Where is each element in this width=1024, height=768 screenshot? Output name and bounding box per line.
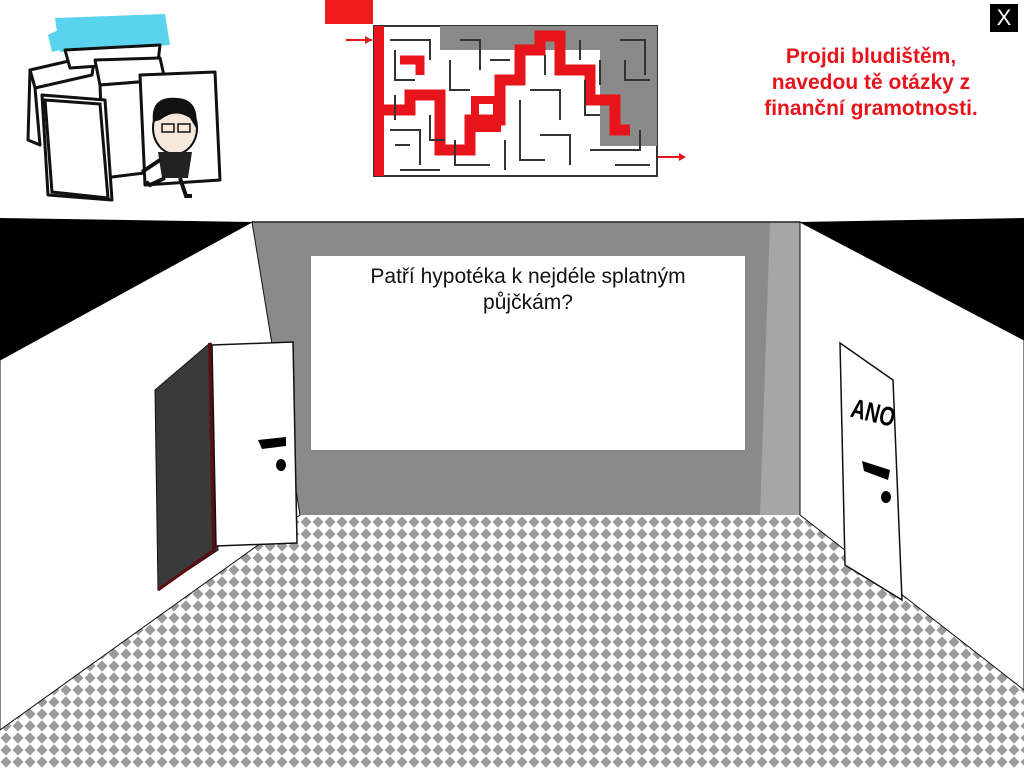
right-door-sign-text: ANO [848, 393, 896, 434]
maze-entry-arrow-icon [346, 36, 372, 44]
right-door-exclamation-icon [862, 461, 891, 503]
question-board: Patří hypotéka k nejdéle splatným půjčká… [310, 255, 746, 451]
question-text: Patří hypotéka k nejdéle splatným půjčká… [370, 265, 686, 314]
close-button[interactable]: X [990, 4, 1018, 32]
runner-figure [140, 97, 198, 198]
back-wall-shade [760, 222, 800, 515]
instruction-text: Projdi bludištěm, navedou tě otázky z fi… [764, 45, 978, 120]
right-door[interactable] [839, 341, 903, 602]
red-marker [325, 0, 373, 24]
right-ceiling [800, 218, 1024, 340]
floor [0, 515, 1024, 768]
maze-runner-illustration [26, 14, 222, 202]
left-ceiling [0, 218, 252, 360]
left-door-exclamation-icon [258, 437, 286, 471]
maze-illustration [346, 25, 686, 177]
left-door[interactable] [154, 341, 298, 592]
left-door-frame [154, 341, 219, 591]
maze-exit-arrow-icon [658, 153, 686, 161]
right-door-sign: ANO [848, 393, 896, 434]
left-door-panel[interactable] [211, 341, 298, 547]
